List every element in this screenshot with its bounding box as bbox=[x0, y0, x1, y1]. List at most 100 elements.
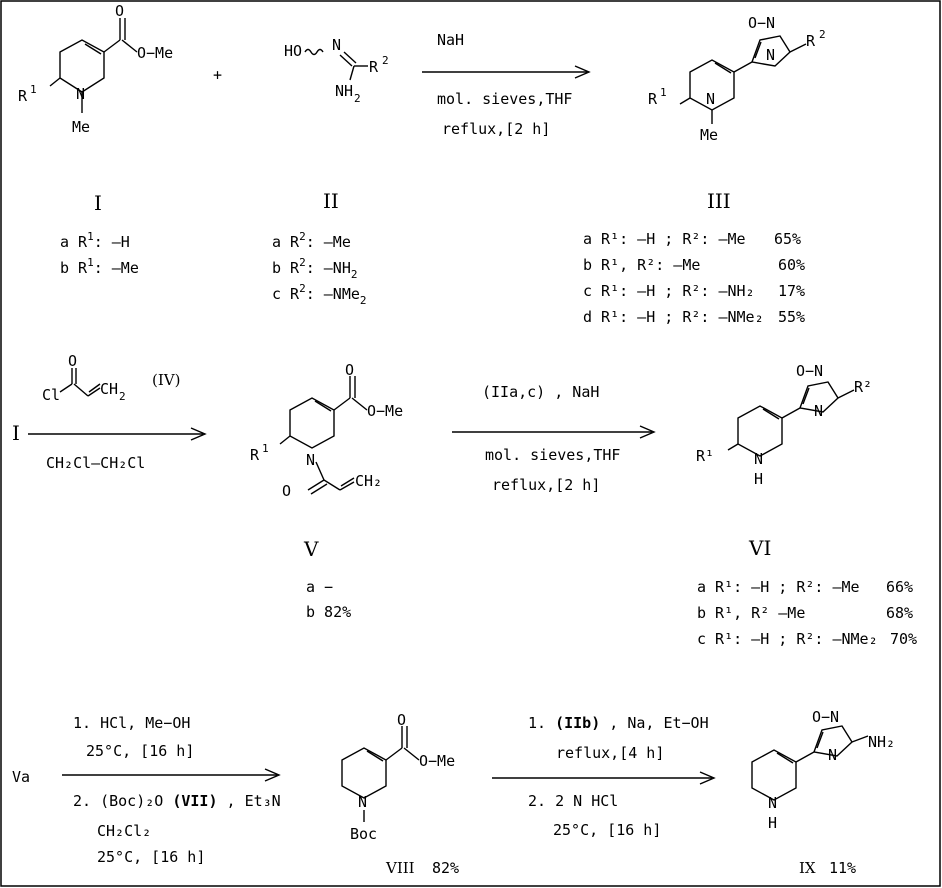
svg-text:R¹: R¹ bbox=[696, 447, 714, 465]
reaction-arrow-5: 1. (IIb) , Na, Et−OH reflux,[4 h] 2. 2 N… bbox=[492, 714, 716, 839]
svg-text:c R¹: —H ; R²: —NMe₂: c R¹: —H ; R²: —NMe₂ bbox=[697, 630, 878, 648]
label-VI: VI bbox=[748, 536, 771, 560]
svg-text:mol. sieves,THF: mol. sieves,THF bbox=[485, 446, 620, 464]
svg-text:a −: a − bbox=[306, 578, 333, 596]
svg-text:N: N bbox=[814, 402, 823, 420]
svg-text:a R¹: —H ; R²: —Me: a R¹: —H ; R²: —Me bbox=[697, 578, 860, 596]
svg-text:b R¹, R²: —Me: b R¹, R²: —Me bbox=[583, 256, 700, 274]
label-I: I bbox=[94, 191, 102, 215]
compound-VIII-structure: O O−Me N Boc bbox=[341, 711, 455, 843]
svg-text:Me: Me bbox=[700, 126, 718, 144]
svg-text:25°C, [16 h]: 25°C, [16 h] bbox=[553, 821, 661, 839]
svg-text:O−N: O−N bbox=[796, 362, 823, 380]
svg-text:c R2: —NMe2: c R2: —NMe2 bbox=[272, 282, 367, 307]
label-IV: (IV) bbox=[152, 371, 180, 389]
row3-start-Va: Va bbox=[12, 768, 30, 786]
reaction-arrow-4: 1. HCl, Me−OH 25°C, [16 h] 2. (Boc)₂O (V… bbox=[62, 714, 281, 866]
svg-text:CH₂: CH₂ bbox=[355, 472, 382, 490]
label-III: III bbox=[707, 189, 731, 213]
compound-V-structure: O O−Me N R 1 O CH₂ bbox=[250, 361, 403, 500]
svg-text:O−N: O−N bbox=[812, 708, 839, 726]
svg-text:N: N bbox=[768, 794, 777, 812]
svg-text:25°C, [16 h]: 25°C, [16 h] bbox=[86, 742, 194, 760]
svg-text:a R2: —Me: a R2: —Me bbox=[272, 230, 351, 251]
svg-text:Cl: Cl bbox=[42, 386, 60, 404]
svg-text:b R1: —Me: b R1: —Me bbox=[60, 256, 139, 277]
svg-text:R²: R² bbox=[854, 378, 872, 396]
svg-text:NH: NH bbox=[335, 82, 353, 100]
compound-II-structure: HO N R 2 NH 2 bbox=[284, 36, 389, 105]
compound-V-variants: a − b 82% bbox=[306, 578, 351, 621]
compound-I-structure: O O−Me N R 1 Me bbox=[18, 2, 173, 136]
svg-text:HO: HO bbox=[284, 42, 302, 60]
reaction-arrow-2: CH₂Cl—CH₂Cl bbox=[28, 427, 207, 472]
svg-text:2: 2 bbox=[819, 28, 826, 41]
svg-text:O: O bbox=[345, 361, 354, 379]
compound-III-oxadiazole: O−N bbox=[748, 14, 775, 32]
label-V: V bbox=[303, 537, 319, 561]
svg-text:1. HCl, Me−OH: 1. HCl, Me−OH bbox=[73, 714, 190, 732]
svg-text:d R¹: —H ; R²: —NMe₂: d R¹: —H ; R²: —NMe₂ bbox=[583, 308, 764, 326]
compound-IX-yield: 11% bbox=[829, 859, 856, 877]
compound-I-nme: Me bbox=[72, 118, 90, 136]
compound-VI-variants: a R¹: —H ; R²: —Me 66% b R¹, R² —Me 68% … bbox=[697, 578, 917, 648]
svg-text:O−Me: O−Me bbox=[419, 752, 455, 770]
svg-text:H: H bbox=[754, 470, 763, 488]
compound-IX-structure: O−N N NH₂ N H bbox=[751, 708, 895, 832]
svg-text:N: N bbox=[332, 36, 341, 54]
svg-text:1: 1 bbox=[660, 86, 667, 99]
reaction-arrow-3: (IIa,c) , NaH mol. sieves,THF reflux,[2 … bbox=[452, 383, 656, 494]
svg-text:b R¹, R² —Me: b R¹, R² —Me bbox=[697, 604, 805, 622]
svg-text:1: 1 bbox=[30, 83, 37, 96]
label-IX: IX bbox=[799, 859, 816, 877]
svg-text:25°C, [16 h]: 25°C, [16 h] bbox=[97, 848, 205, 866]
svg-text:2: 2 bbox=[354, 92, 361, 105]
svg-text:NH₂: NH₂ bbox=[868, 733, 895, 751]
svg-text:N: N bbox=[306, 451, 315, 469]
svg-text:2. (Boc)₂O (VII) , Et₃N: 2. (Boc)₂O (VII) , Et₃N bbox=[73, 792, 281, 810]
svg-text:CH₂Cl—CH₂Cl: CH₂Cl—CH₂Cl bbox=[46, 454, 145, 472]
label-VIII: VIII bbox=[385, 859, 415, 877]
svg-text:70%: 70% bbox=[890, 630, 917, 648]
svg-text:O: O bbox=[68, 352, 77, 370]
svg-text:R: R bbox=[806, 32, 816, 50]
svg-text:mol. sieves,THF: mol. sieves,THF bbox=[437, 90, 572, 108]
svg-text:reflux,[4 h]: reflux,[4 h] bbox=[556, 744, 664, 762]
svg-text:O: O bbox=[115, 2, 124, 20]
svg-text:2: 2 bbox=[382, 54, 389, 67]
svg-text:b 82%: b 82% bbox=[306, 603, 351, 621]
svg-text:N: N bbox=[358, 793, 367, 811]
svg-text:1: 1 bbox=[262, 442, 269, 455]
svg-text:CH₂Cl₂: CH₂Cl₂ bbox=[97, 822, 151, 840]
svg-text:R: R bbox=[18, 87, 28, 105]
label-II: II bbox=[323, 189, 339, 213]
svg-text:R: R bbox=[648, 90, 658, 108]
plus-sign: + bbox=[213, 66, 222, 84]
svg-text:(IIa,c) , NaH: (IIa,c) , NaH bbox=[482, 383, 599, 401]
svg-text:60%: 60% bbox=[778, 256, 805, 274]
compound-III-structure: O−N N R 2 N R 1 Me bbox=[648, 14, 826, 144]
svg-text:2. 2 N HCl: 2. 2 N HCl bbox=[528, 792, 618, 810]
svg-text:reflux,[2 h]: reflux,[2 h] bbox=[442, 120, 550, 138]
svg-text:N: N bbox=[706, 90, 715, 108]
svg-text:N: N bbox=[754, 450, 763, 468]
svg-text:b R2: —NH2: b R2: —NH2 bbox=[272, 256, 358, 281]
svg-text:1. (IIb) , Na, Et−OH: 1. (IIb) , Na, Et−OH bbox=[528, 714, 709, 732]
svg-text:c R¹: —H ; R²: —NH₂: c R¹: —H ; R²: —NH₂ bbox=[583, 282, 755, 300]
reagent-IV-structure: Cl O CH 2 (IV) bbox=[42, 352, 180, 404]
svg-text:65%: 65% bbox=[774, 230, 801, 248]
svg-text:55%: 55% bbox=[778, 308, 805, 326]
compound-VIII-yield: 82% bbox=[432, 859, 459, 877]
svg-text:N: N bbox=[828, 746, 837, 764]
compound-III-variants: a R¹: —H ; R²: —Me 65% b R¹, R²: —Me 60%… bbox=[583, 230, 805, 326]
compound-II-variants: a R2: —Me b R2: —NH2 c R2: —NMe2 bbox=[272, 230, 367, 307]
svg-text:reflux,[2 h]: reflux,[2 h] bbox=[492, 476, 600, 494]
svg-text:Boc: Boc bbox=[350, 825, 377, 843]
svg-text:a R1: —H: a R1: —H bbox=[60, 230, 130, 251]
compound-I-ester: O−Me bbox=[137, 44, 173, 62]
row2-start-I: I bbox=[12, 421, 20, 445]
compound-I-variants: a R1: —H b R1: —Me bbox=[60, 230, 139, 277]
svg-text:2: 2 bbox=[119, 390, 126, 403]
